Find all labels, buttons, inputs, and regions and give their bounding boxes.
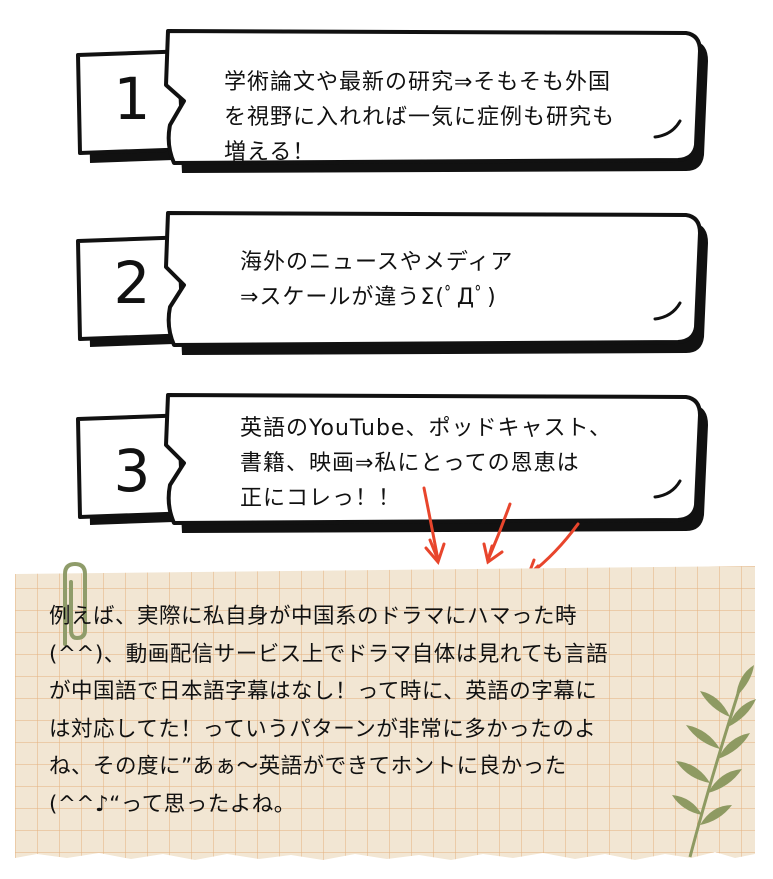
list-item-2: 2 海外のニュースやメディア ⇒スケールが違うΣ(ﾟДﾟ) xyxy=(0,205,773,355)
arrow-icon xyxy=(482,502,512,565)
list-item-1: 1 学術論文や最新の研究⇒そもそも外国 を視野に入れれば一気に症例も研究も 増え… xyxy=(0,25,773,175)
paperclip-icon xyxy=(63,561,87,646)
item-number: 1 xyxy=(113,65,151,133)
list-item-3: 3 英語のYouTube、ポッドキャスト、 書籍、映画⇒私にとっての恩恵は 正に… xyxy=(0,393,773,543)
leaf-icon xyxy=(672,665,756,858)
arrow-icon xyxy=(422,486,446,565)
note-text: 例えば、実際に私自身が中国系のドラマにハマった時 (^^)、動画配信サービス上で… xyxy=(49,604,609,817)
speech-frame-1 xyxy=(76,29,708,173)
item-number: 2 xyxy=(113,249,151,317)
item-text: 英語のYouTube、ポッドキャスト、 書籍、映画⇒私にとっての恩恵は 正にコレ… xyxy=(240,416,613,511)
speech-frame-3 xyxy=(76,393,708,533)
item-number: 3 xyxy=(113,437,151,505)
grid-paper xyxy=(15,566,755,860)
item-text: 海外のニュースやメディア ⇒スケールが違うΣ(ﾟДﾟ) xyxy=(240,250,514,310)
speech-frame-2 xyxy=(76,211,708,355)
item-text: 学術論文や最新の研究⇒そもそも外国 を視野に入れれば一気に症例も研究も 増える！ xyxy=(224,70,616,165)
note-card: 例えば、実際に私自身が中国系のドラマにハマった時 (^^)、動画配信サービス上で… xyxy=(15,561,756,866)
arrows-group xyxy=(422,486,580,578)
